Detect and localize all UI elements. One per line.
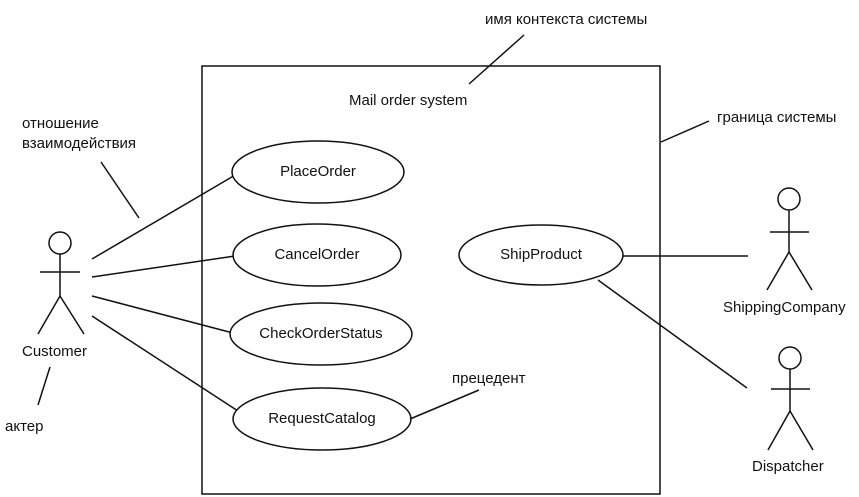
annotation-system-boundary: граница системы: [660, 109, 836, 143]
annotation-system-boundary-text: граница системы: [717, 109, 836, 126]
association-customer-requestcatalog: [91, 315, 239, 412]
annotation-actor: актер: [5, 366, 51, 435]
actor-customer[interactable]: Customer: [22, 231, 87, 360]
use-case-ellipse: [229, 302, 413, 366]
annotation-leader-line: [100, 161, 140, 219]
annotation-context-name-text: имя контекста системы: [485, 11, 647, 28]
actor-head: [48, 231, 72, 255]
actor-head: [778, 346, 802, 370]
annotation-relationship-line1: отношение: [22, 115, 99, 132]
actor-right-leg: [59, 295, 85, 335]
annotation-leader-line: [409, 389, 480, 420]
use-case-checkorderstatus[interactable]: CheckOrderStatus: [229, 302, 413, 366]
use-case-ellipse: [231, 140, 405, 204]
association-shipproduct-dispatcher: [597, 279, 748, 389]
use-case-label: PlaceOrder: [280, 163, 356, 180]
annotation-use-case: прецедент: [409, 370, 526, 420]
actor-head: [777, 187, 801, 211]
association-customer-checkorderstatus: [91, 295, 234, 334]
actor-dispatcher[interactable]: Dispatcher: [752, 346, 824, 475]
actor-shippingcompany[interactable]: ShippingCompany: [723, 187, 846, 316]
annotation-use-case-text: прецедент: [452, 370, 526, 387]
annotation-context-name: имя контекста системы: [468, 11, 647, 85]
actor-left-leg: [767, 410, 791, 451]
use-case-shipproduct[interactable]: ShipProduct: [458, 224, 624, 286]
system-title: Mail order system: [349, 92, 467, 109]
annotation-actor-text: актер: [5, 418, 43, 435]
annotation-leader-line: [468, 34, 525, 85]
actor-left-leg: [766, 251, 790, 291]
use-case-ellipse: [458, 224, 624, 286]
use-case-label: CancelOrder: [274, 246, 359, 263]
use-case-requestcatalog[interactable]: RequestCatalog: [232, 387, 412, 451]
use-case-label: RequestCatalog: [268, 410, 376, 427]
use-case-placeorder[interactable]: PlaceOrder: [231, 140, 405, 204]
annotation-relationship-line2: взаимодействия: [22, 135, 136, 152]
use-case-cancelorder[interactable]: CancelOrder: [232, 223, 402, 287]
annotation-leader-line: [37, 366, 51, 406]
association-customer-cancelorder: [91, 255, 236, 278]
use-case-label: ShipProduct: [500, 246, 583, 263]
annotation-relationship: отношение взаимодействия: [22, 115, 140, 219]
actor-label: Customer: [22, 343, 87, 360]
actor-label: ShippingCompany: [723, 299, 846, 316]
actor-right-leg: [788, 251, 813, 291]
annotation-leader-line: [660, 120, 710, 143]
actor-label: Dispatcher: [752, 458, 824, 475]
use-case-label: CheckOrderStatus: [259, 325, 382, 342]
actor-left-leg: [37, 295, 61, 335]
association-customer-placeorder: [91, 170, 243, 260]
system-boundary: [201, 65, 661, 495]
actor-right-leg: [789, 410, 814, 451]
use-case-ellipse: [232, 223, 402, 287]
